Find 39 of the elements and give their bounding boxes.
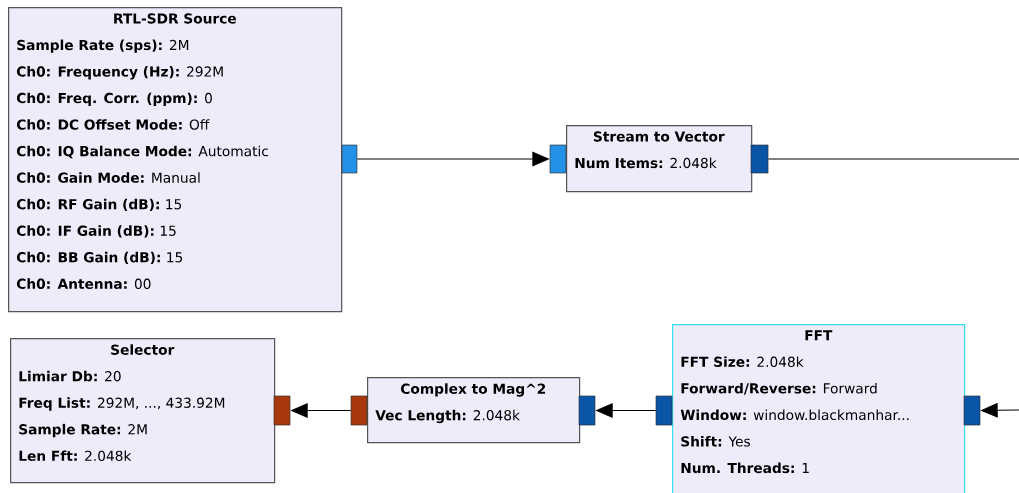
port-box bbox=[273, 395, 291, 426]
parameter-text: Ch0: Antenna: 00 bbox=[16, 278, 151, 289]
parameter-text: Freq List: 292M, ..., 433.92M bbox=[19, 397, 225, 411]
parameter-text: Limiar Db: 20 bbox=[19, 370, 121, 382]
block-box bbox=[10, 338, 276, 484]
port-box bbox=[963, 395, 981, 426]
parameter-text: Ch0: RF Gain (dB): 15 bbox=[16, 198, 182, 211]
block-title: RTL-SDR Source bbox=[114, 13, 236, 24]
port-box bbox=[578, 395, 596, 426]
parameter-text: Ch0: DC Offset Mode: Off bbox=[16, 119, 210, 130]
parameter-text: FFT Size: 2.048k bbox=[681, 356, 804, 367]
block-title: Selector bbox=[111, 344, 175, 355]
block-box bbox=[367, 377, 581, 444]
block-title: FFT bbox=[805, 330, 833, 341]
parameter-text: Window: window.blackmanhar... bbox=[680, 409, 909, 421]
parameter-text: Sample Rate (sps): 2M bbox=[17, 39, 189, 53]
parameter-text: Ch0: BB Gain (dB): 15 bbox=[16, 251, 183, 265]
parameter-text: Sample Rate: 2M bbox=[19, 423, 147, 438]
parameter-text: Ch0: IQ Balance Mode: Automatic bbox=[16, 145, 268, 159]
block-box bbox=[566, 125, 753, 193]
parameter-text: Len Fft: 2.048k bbox=[19, 450, 132, 462]
parameter-text: Ch0: Frequency (Hz): 292M bbox=[16, 66, 223, 80]
parameter-text: Vec Length: 2.048k bbox=[375, 409, 520, 424]
port-box bbox=[750, 144, 769, 174]
parameter-text: Num. Threads: 1 bbox=[681, 462, 809, 474]
parameter-text: Ch0: Gain Mode: Manual bbox=[16, 172, 200, 183]
block-title: Stream to Vector bbox=[593, 131, 725, 142]
port-box bbox=[655, 395, 673, 426]
block-box bbox=[672, 324, 966, 493]
parameter-text: Ch0: Freq. Corr. (ppm): 0 bbox=[16, 92, 212, 106]
parameter-text: Forward/Reverse: Forward bbox=[681, 382, 877, 395]
block-box bbox=[8, 7, 343, 313]
block-title: Complex to Mag^2 bbox=[401, 383, 546, 397]
parameter-text: Shift: Yes bbox=[681, 436, 750, 447]
port-box bbox=[350, 395, 368, 426]
parameter-text: Num Items: 2.048k bbox=[575, 157, 717, 169]
port-box bbox=[549, 144, 567, 174]
port-box bbox=[341, 144, 358, 174]
parameter-text: Ch0: IF Gain (dB): 15 bbox=[16, 225, 176, 238]
